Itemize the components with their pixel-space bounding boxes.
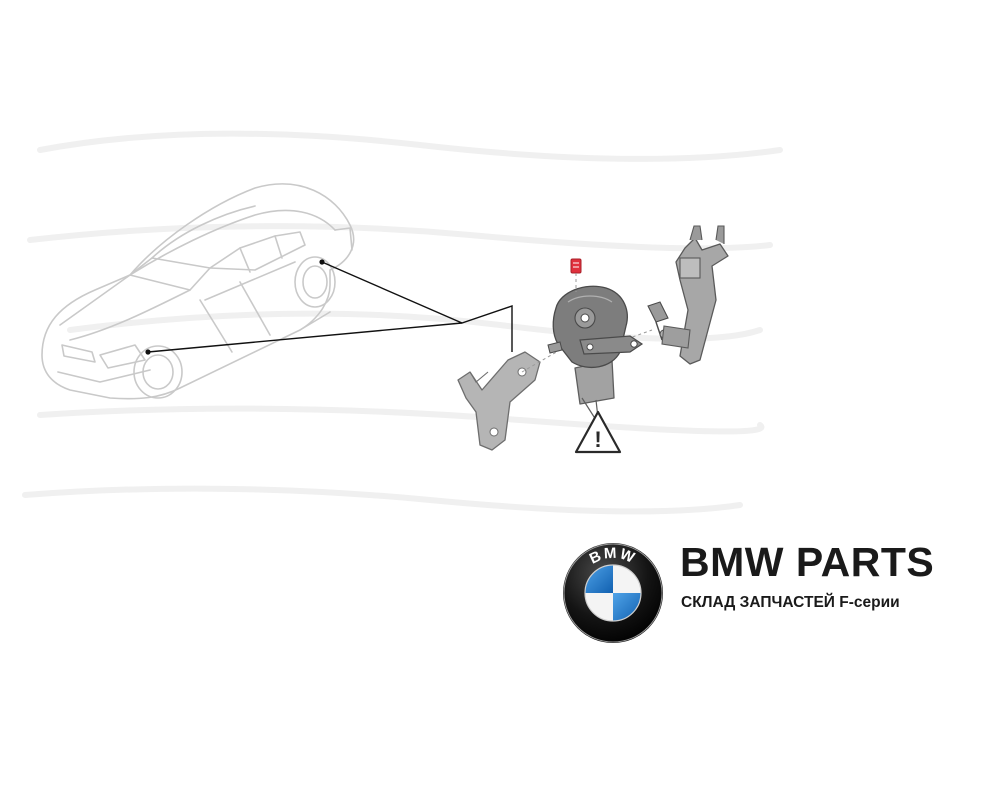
linkage-arm-icon (661, 225, 729, 365)
warning-triangle-icon: ! (574, 410, 622, 454)
brand-subtitle: СКЛАД ЗАПЧАСТЕЙ F-серии (681, 594, 900, 611)
ride-height-sensor-icon (547, 285, 644, 421)
leader-dot-front (145, 349, 151, 355)
faded-background-lines (22, 130, 783, 515)
bmw-logo: BMW (562, 542, 664, 644)
bracket-icon (457, 351, 541, 451)
logo-letters: BMW (587, 545, 637, 568)
highlighted-screw-icon (570, 258, 582, 292)
car-outline-icon (41, 183, 355, 400)
brand-title: BMW PARTS (680, 539, 935, 585)
leader-dot-rear (319, 259, 325, 265)
warning-symbol: ! (594, 427, 601, 452)
leader-lines (147, 261, 513, 353)
svg-text:BMW: BMW (587, 545, 639, 568)
